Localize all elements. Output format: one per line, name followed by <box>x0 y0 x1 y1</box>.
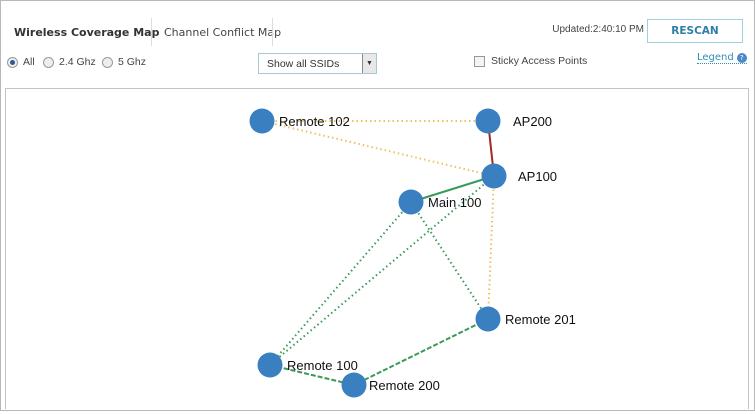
node-remote-100[interactable]: Remote 100 <box>257 352 358 378</box>
sticky-access-points-checkbox[interactable]: Sticky Access Points <box>474 55 587 67</box>
node-circle[interactable] <box>475 306 501 332</box>
link-9 <box>269 364 355 386</box>
link-7 <box>410 201 489 320</box>
radio-icon[interactable] <box>102 56 113 68</box>
tab-wireless-coverage-map[interactable]: Wireless Coverage Map <box>14 26 160 39</box>
node-circle[interactable] <box>249 108 275 134</box>
node-label: Main 100 <box>428 195 481 210</box>
chevron-down-icon[interactable]: ▼ <box>362 54 376 73</box>
node-label: AP100 <box>518 169 557 184</box>
radio-icon[interactable] <box>43 56 54 68</box>
rescan-button[interactable]: RESCAN <box>647 19 743 43</box>
node-label: AP200 <box>513 114 552 129</box>
node-ap200[interactable]: AP200 <box>475 108 553 134</box>
tab-channel-conflict-map[interactable]: Channel Conflict Map <box>164 26 282 39</box>
node-remote-102[interactable]: Remote 102 <box>249 108 350 134</box>
node-ap100[interactable]: AP100 <box>481 163 558 189</box>
tab-divider <box>272 18 273 46</box>
node-label: Remote 100 <box>287 358 358 373</box>
node-label: Remote 102 <box>279 114 350 129</box>
help-icon[interactable]: ? <box>736 52 747 63</box>
radio-label: 5 Ghz <box>118 56 147 68</box>
ssid-select-value: Show all SSIDs <box>267 58 340 70</box>
updated-timestamp: Updated:2:40:10 PM <box>552 24 644 35</box>
node-circle[interactable] <box>475 108 501 134</box>
node-circle[interactable] <box>398 189 424 215</box>
node-circle[interactable] <box>257 352 283 378</box>
link-1 <box>261 120 495 177</box>
legend-label: Legend <box>697 52 734 63</box>
link-6 <box>269 201 412 366</box>
link-8 <box>353 318 489 386</box>
tab-divider <box>151 18 152 46</box>
radio-label: All <box>23 56 35 68</box>
link-4 <box>487 175 495 320</box>
radio-label: 2.4 Ghz <box>59 56 96 68</box>
legend-link[interactable]: Legend? <box>697 52 747 64</box>
link-3 <box>410 175 495 203</box>
node-label: Remote 200 <box>369 378 440 393</box>
radio-selected-icon[interactable] <box>7 56 18 68</box>
node-main-100[interactable]: Main 100 <box>398 189 482 215</box>
radio-2-4ghz[interactable]: 2.4 Ghz <box>43 56 96 68</box>
radio-all[interactable]: All <box>7 56 35 68</box>
node-circle[interactable] <box>481 163 507 189</box>
node-remote-200[interactable]: Remote 200 <box>341 372 440 398</box>
checkbox-label: Sticky Access Points <box>491 55 588 67</box>
node-remote-201[interactable]: Remote 201 <box>475 306 576 332</box>
link-5 <box>269 175 495 366</box>
radio-5ghz[interactable]: 5 Ghz <box>102 56 146 68</box>
node-circle[interactable] <box>341 372 367 398</box>
ssid-select[interactable]: Show all SSIDs ▼ <box>258 53 377 74</box>
node-label: Remote 201 <box>505 312 576 327</box>
checkbox-icon[interactable] <box>474 55 485 67</box>
